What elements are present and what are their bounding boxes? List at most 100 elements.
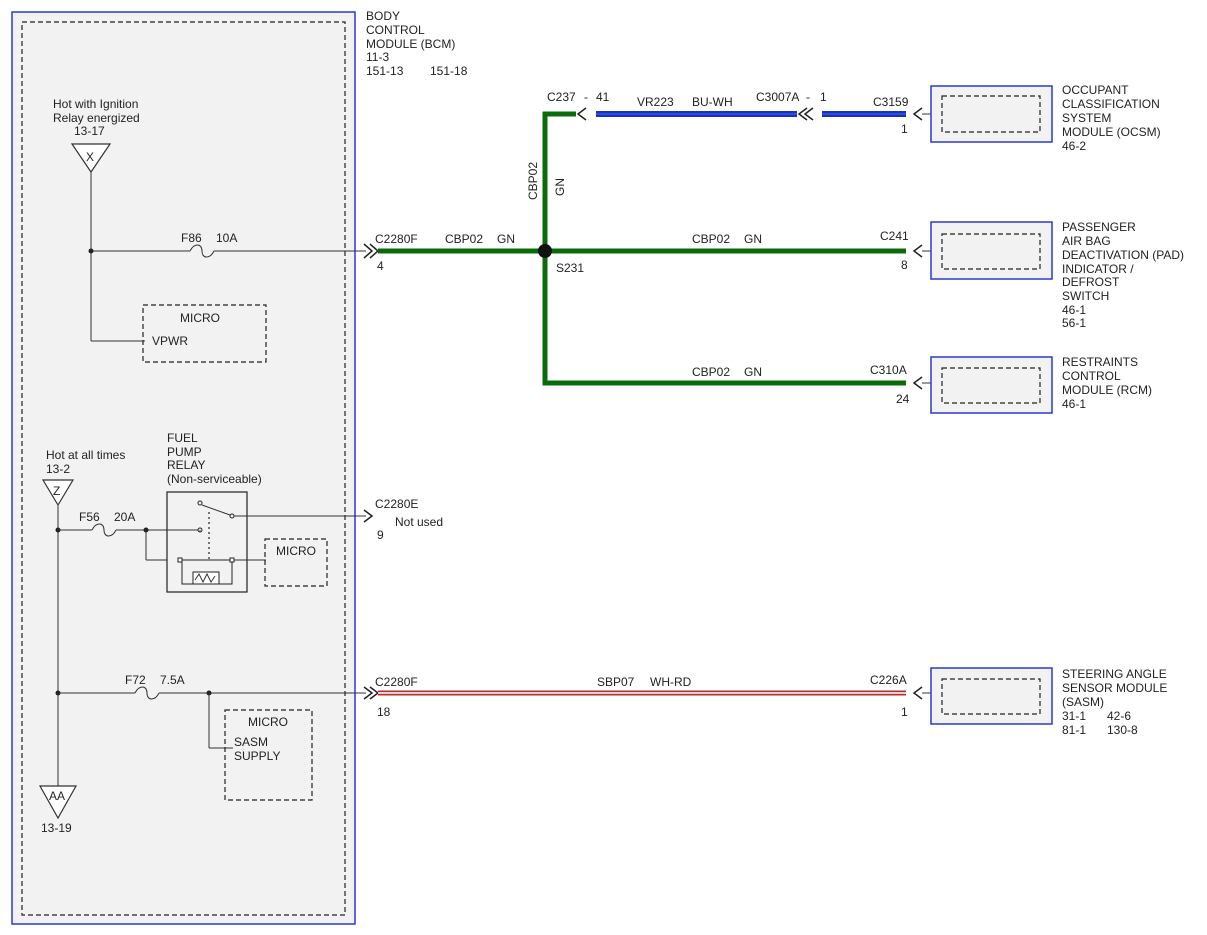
power-source-z-letter: Z xyxy=(53,484,60,498)
not-used-text: Not used xyxy=(395,515,443,529)
relay-title-line3: RELAY xyxy=(167,458,205,472)
pad-ref-1: 46-1 xyxy=(1062,303,1086,317)
power-source-z-icon xyxy=(41,479,75,507)
connector-ocsm-icon xyxy=(912,107,923,121)
connector-rcm-icon xyxy=(912,376,923,390)
ocsm-title-1: OCCUPANT xyxy=(1062,83,1129,97)
power-source-aa-icon xyxy=(38,785,78,820)
c237-pin: 41 xyxy=(596,90,610,104)
sasm-ref-2b: 130-8 xyxy=(1107,723,1138,737)
sasm-module: STEERING ANGLE SENSOR MODULE (SASM) 31-1… xyxy=(912,667,1167,737)
c310a-pin: 24 xyxy=(896,392,910,406)
relay-title-line2: PUMP xyxy=(167,445,202,459)
pad-circuit-id: CBP02 xyxy=(692,232,730,246)
vertical-circuit-color: GN xyxy=(553,178,567,196)
c226a-pin: 1 xyxy=(901,705,908,719)
ocsm-circuit-color: BU-WH xyxy=(692,95,733,109)
splice-s231 xyxy=(538,244,552,258)
bcm-ref-1: 11-3 xyxy=(366,50,389,64)
c241-pin: 8 xyxy=(901,258,908,272)
pad-ref-2: 56-1 xyxy=(1062,316,1086,330)
ignition-feed: Hot with Ignition Relay energized 13-17 … xyxy=(53,97,366,363)
micro-sasm-line2: SASM xyxy=(234,735,268,749)
bcm-module-outline xyxy=(11,11,356,925)
vertical-circuit-id: CBP02 xyxy=(526,162,540,200)
pad-title-6: SWITCH xyxy=(1062,289,1109,303)
bcm-title: BODY CONTROL MODULE (BCM) 11-3 151-13 15… xyxy=(366,9,468,78)
power-source-aa-letter: AA xyxy=(49,789,65,803)
sasm-title-3: (SASM) xyxy=(1062,695,1104,709)
c310a-label: C310A xyxy=(870,363,907,377)
fuse-f86-label: F86 xyxy=(181,231,202,245)
fuse-f86-icon xyxy=(189,244,215,258)
battery-ref: 13-2 xyxy=(46,462,70,476)
pad-title-5: DEFROST xyxy=(1062,275,1120,289)
ocsm-circuit-id: VR223 xyxy=(637,95,674,109)
bcm-title-line1: BODY xyxy=(366,9,400,23)
svg-text:-: - xyxy=(806,90,810,104)
bottom-ref: 13-19 xyxy=(41,821,72,835)
c226a-label: C226A xyxy=(870,673,907,687)
fuse-f72-rating: 7.5A xyxy=(160,673,185,687)
ocsm-module: OCCUPANT CLASSIFICATION SYSTEM MODULE (O… xyxy=(912,83,1161,153)
c3159-pin: 1 xyxy=(901,122,908,136)
main-pin: 4 xyxy=(377,259,384,273)
main-connector: C2280F xyxy=(375,232,418,246)
ocsm-ref: 46-2 xyxy=(1062,139,1086,153)
fuse-f86-rating: 10A xyxy=(216,231,237,245)
bcm-title-line2: CONTROL xyxy=(366,23,425,37)
rcm-module: RESTRAINTS CONTROL MODULE (RCM) 46-1 xyxy=(912,355,1152,414)
relay-micro-title: MICRO xyxy=(276,544,316,558)
ignition-label-line1: Hot with Ignition xyxy=(53,97,138,111)
micro-sasm-line3: SUPPLY xyxy=(234,749,280,763)
splice-label: S231 xyxy=(556,261,584,275)
relay-title-line1: FUEL xyxy=(167,431,198,445)
c241-label: C241 xyxy=(880,229,909,243)
pad-title-1: PASSENGER xyxy=(1062,220,1136,234)
rcm-circuit: CBP02 GN C310A 24 xyxy=(692,363,910,406)
connector-c3007a-icon xyxy=(797,107,814,121)
connector-c237-icon xyxy=(576,107,587,121)
c3007a-pin: 1 xyxy=(820,90,827,104)
micro-vpwr-pin: VPWR xyxy=(152,334,188,348)
ocsm-title-3: SYSTEM xyxy=(1062,111,1111,125)
ignition-label-line2: Relay energized xyxy=(53,111,140,125)
pad-title-2: AIR BAG xyxy=(1062,234,1111,248)
c2280e-label: C2280E xyxy=(375,497,418,511)
sasm-title-1: STEERING ANGLE xyxy=(1062,667,1167,681)
fuel-pump-relay-icon xyxy=(166,491,266,593)
c2280e-pin: 9 xyxy=(377,528,384,542)
power-source-x-icon xyxy=(70,143,112,174)
pad-module: PASSENGER AIR BAG DEACTIVATION (PAD) IND… xyxy=(912,220,1184,330)
rcm-title-1: RESTRAINTS xyxy=(1062,355,1138,369)
fuse-f72-icon xyxy=(134,686,160,700)
sasm-ref-1b: 42-6 xyxy=(1107,709,1131,723)
relay-micro-box xyxy=(264,538,328,587)
bcm-ref-2b: 151-18 xyxy=(430,64,468,78)
ignition-ref: 13-17 xyxy=(74,124,105,138)
bcm-title-line3: MODULE (BCM) xyxy=(366,37,455,51)
micro-vpwr-box xyxy=(142,304,267,363)
c237-label: C237 xyxy=(547,90,576,104)
sasm-title-2: SENSOR MODULE xyxy=(1062,681,1167,695)
sasm-connector: C2280F xyxy=(375,675,418,689)
micro-sasm-box xyxy=(224,709,313,801)
battery-feed: Hot at all times 13-2 Z F56 20A FUEL PUM… xyxy=(38,431,366,835)
fuse-f56-icon xyxy=(91,523,117,537)
sasm-ref-1a: 31-1 xyxy=(1062,709,1086,723)
sasm-circuit-color: WH-RD xyxy=(650,675,692,689)
rcm-title-3: MODULE (RCM) xyxy=(1062,383,1152,397)
svg-text:-: - xyxy=(584,90,588,104)
pad-circuit: CBP02 GN C241 8 xyxy=(692,229,909,272)
rcm-circuit-id: CBP02 xyxy=(692,365,730,379)
c3007a-label: C3007A xyxy=(756,90,799,104)
rcm-ref: 46-1 xyxy=(1062,397,1086,411)
sasm-ref-2a: 81-1 xyxy=(1062,723,1086,737)
micro-vpwr-title: MICRO xyxy=(180,311,220,325)
pad-title-4: INDICATOR / xyxy=(1062,262,1134,276)
splice-dot xyxy=(88,248,94,254)
sasm-circuit-id: SBP07 xyxy=(597,675,635,689)
connector-c2280f-top-icon xyxy=(363,243,380,259)
ocsm-title-2: CLASSIFICATION xyxy=(1062,97,1160,111)
c3159-label: C3159 xyxy=(873,95,909,109)
